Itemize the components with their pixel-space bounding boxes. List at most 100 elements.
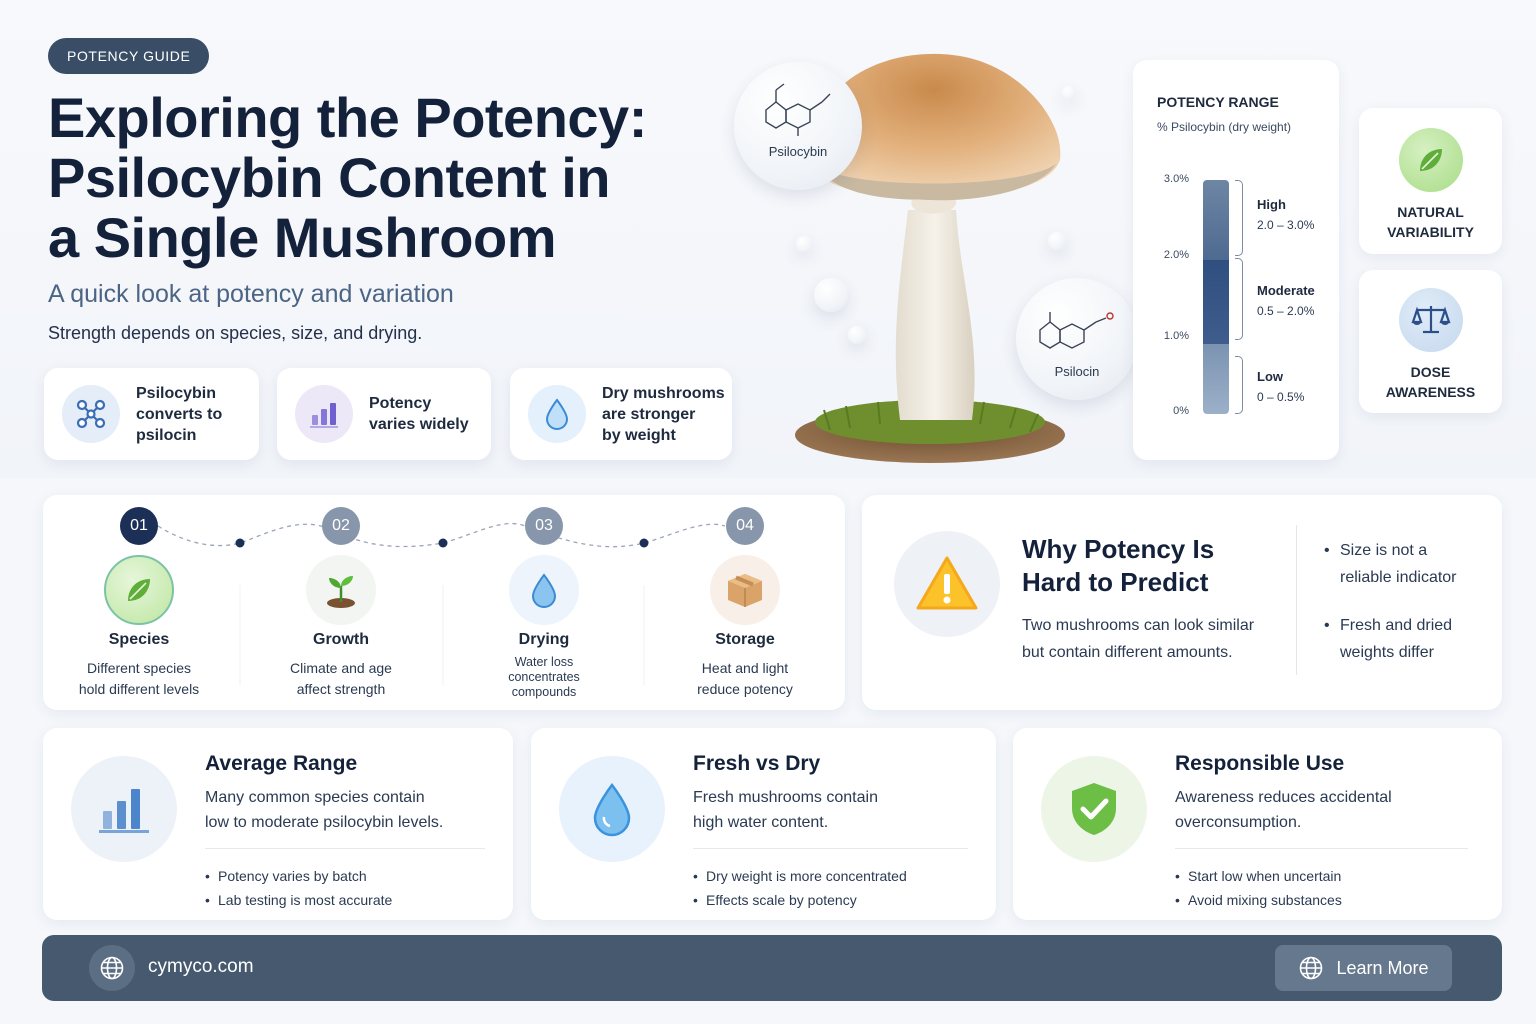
warning-icon [894, 531, 1000, 637]
psilocin-label: Psilocin [1054, 364, 1100, 379]
card-bullet-list: Start low when uncertain Avoid mixing su… [1175, 864, 1342, 912]
leaf-icon [104, 555, 174, 625]
high-brace [1235, 180, 1243, 256]
divider [693, 848, 968, 849]
moderate-brace [1235, 258, 1243, 340]
card-title: Fresh vs Dry [693, 752, 821, 775]
title-line: a Single Mushroom [48, 206, 557, 269]
mushroom-icon [795, 53, 1065, 463]
learn-more-button[interactable]: Learn More [1275, 945, 1452, 991]
card-body: Many common species contain low to moder… [205, 789, 444, 831]
side-card-label: DOSE AWARENESS [1385, 364, 1476, 400]
level-range: 0.5 – 2.0% [1257, 304, 1315, 318]
dose-awareness-card: DOSE AWARENESS [1359, 270, 1502, 413]
why-bullet: Fresh and dried weights differ [1324, 612, 1457, 666]
step-number: 02 [322, 507, 360, 545]
step-description: Heat and light reduce potency [697, 660, 793, 697]
learn-more-label: Learn More [1336, 957, 1429, 978]
molecule-icon [62, 385, 120, 443]
card-bullet: Avoid mixing substances [1175, 888, 1342, 912]
step-description: Water loss concentrates compounds [508, 655, 580, 699]
step-number: 03 [525, 507, 563, 545]
card-body: Fresh mushrooms contain high water conte… [693, 789, 878, 831]
website-link[interactable]: cymyco.com [148, 956, 254, 977]
level-name: Moderate [1257, 283, 1315, 298]
side-card-label: NATURAL VARIABILITY [1387, 204, 1474, 240]
level-range: 0 – 0.5% [1257, 390, 1305, 404]
why-potency-card: Why Potency Is Hard to Predict Two mushr… [862, 495, 1502, 710]
low-segment [1203, 344, 1229, 414]
factors-timeline: 01 Species Different species hold differ… [43, 495, 845, 710]
level-name: High [1257, 197, 1286, 212]
shield-check-icon [1041, 756, 1147, 862]
card-bullet: Start low when uncertain [1175, 864, 1342, 888]
mushroom-illustration: Psilocybin Psilocin [720, 40, 1140, 480]
average-range-card: Average Range Many common species contai… [43, 728, 513, 920]
psilocybin-label: Psilocybin [768, 144, 828, 159]
scale-icon [1398, 288, 1463, 352]
step-title: Growth [313, 631, 369, 648]
card-bullet-list: Potency varies by batch Lab testing is m… [205, 864, 392, 912]
feature-text: Potency varies widely [369, 395, 469, 433]
card-bullet: Dry weight is more concentrated [693, 864, 907, 888]
divider [1175, 848, 1468, 849]
axis-tick: 0% [1173, 405, 1189, 417]
globe-icon [1300, 956, 1323, 980]
why-body: Two mushrooms can look similar but conta… [1022, 617, 1255, 661]
step-title: Drying [518, 631, 570, 648]
psilocybin-bubble: Psilocybin [734, 62, 862, 190]
step-title: Species [108, 631, 170, 648]
step-description: Climate and age affect strength [290, 660, 392, 697]
decorative-bubble [814, 278, 848, 312]
card-bullet: Potency varies by batch [205, 864, 392, 888]
globe-icon [89, 945, 135, 991]
card-bullet-list: Dry weight is more concentrated Effects … [693, 864, 907, 912]
bar-chart-icon [71, 756, 177, 862]
feature-text: Psilocybin converts to psilocin [136, 384, 223, 444]
water-drop-icon [509, 555, 579, 625]
high-segment [1203, 180, 1229, 260]
decorative-bubble [848, 326, 866, 344]
moderate-segment [1203, 260, 1229, 344]
timeline-connector [157, 522, 726, 685]
card-bullet: Effects scale by potency [693, 888, 907, 912]
water-drop-icon [559, 756, 665, 862]
feature-card: Potency varies widely [277, 368, 491, 460]
potency-range-panel: POTENCY RANGE % Psilocybin (dry weight) … [1133, 60, 1339, 460]
natural-variability-card: NATURAL VARIABILITY [1359, 108, 1502, 254]
category-badge: POTENCY GUIDE [48, 38, 210, 74]
step-title: Storage [715, 631, 775, 648]
divider [1296, 525, 1297, 675]
card-title: Average Range [205, 752, 358, 775]
box-icon [710, 555, 780, 625]
step-number: 04 [726, 507, 764, 545]
page-subtitle: A quick look at potency and variation [48, 280, 454, 308]
axis-tick: 3.0% [1163, 173, 1189, 185]
fresh-vs-dry-card: Fresh vs Dry Fresh mushrooms contain hig… [531, 728, 996, 920]
level-range: 2.0 – 3.0% [1257, 218, 1315, 232]
title-line: Psilocybin Content in [48, 146, 610, 209]
feature-text: Dry mushrooms are stronger by weight [602, 384, 725, 444]
card-title: Responsible Use [1175, 752, 1345, 775]
step-description: Different species hold different levels [78, 660, 200, 697]
why-bullet: Size is not a reliable indicator [1324, 537, 1457, 591]
card-bullet: Lab testing is most accurate [205, 888, 392, 912]
psilocin-bubble: Psilocin [1016, 278, 1138, 400]
water-drop-icon [528, 385, 586, 443]
title-line: Exploring the Potency: [48, 86, 647, 149]
divider [205, 848, 485, 849]
footer-bar: cymyco.com Learn More [42, 935, 1502, 1001]
card-body: Awareness reduces accidental overconsump… [1175, 789, 1392, 831]
decorative-bubble [796, 236, 812, 252]
potency-bar [1203, 180, 1229, 414]
low-brace [1235, 356, 1243, 414]
why-bullet-list: Size is not a reliable indicator Fresh a… [1324, 537, 1457, 687]
step-number: 01 [120, 507, 158, 545]
level-name: Low [1257, 369, 1283, 384]
panel-title: POTENCY RANGE [1157, 94, 1279, 110]
decorative-bubble [1062, 86, 1076, 100]
why-title: Why Potency Is Hard to Predict [1022, 534, 1215, 597]
axis-tick: 1.0% [1163, 330, 1189, 342]
panel-subtitle: % Psilocybin (dry weight) [1157, 120, 1292, 134]
page-title: Exploring the Potency: Psilocybin Conten… [48, 88, 688, 268]
